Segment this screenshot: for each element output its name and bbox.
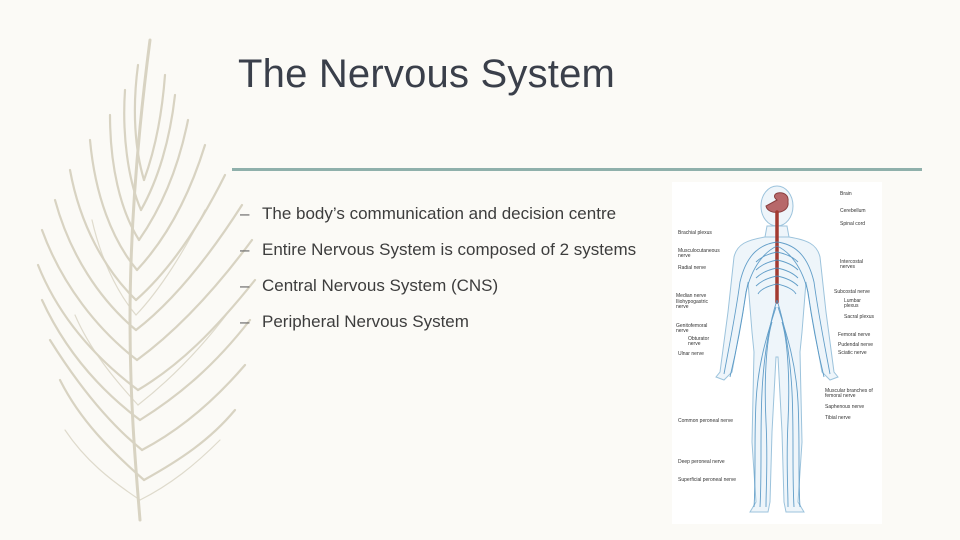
title-divider	[232, 168, 922, 171]
diagram-label: Superficial peroneal nerve	[678, 477, 737, 483]
feather-illustration	[36, 38, 257, 522]
diagram-label: Deep peroneal nerve	[678, 459, 725, 465]
diagram-label: Pudendal nerve	[838, 342, 874, 348]
diagram-label: Brachial plexus	[678, 230, 712, 236]
diagram-label: Spinal cord	[840, 221, 866, 227]
bullet-marker: –	[240, 312, 250, 331]
bullet-text: Central Nervous System (CNS)	[262, 276, 499, 295]
diagram-label: Cerebellum	[840, 208, 866, 214]
diagram-label: Obturator nerve	[688, 336, 710, 347]
diagram-label: Lumbar plexus	[844, 298, 861, 309]
diagram-label: Femoral nerve	[838, 332, 871, 338]
diagram-label: Muscular branches of femoral nerve	[825, 388, 873, 399]
diagram-label: Brain	[840, 191, 852, 197]
diagram-label: Radial nerve	[678, 265, 707, 271]
diagram-label: Iliohypogastric nerve	[676, 299, 708, 310]
bullet-marker: –	[240, 240, 250, 259]
slide-title: The Nervous System	[238, 52, 616, 96]
bullet-item: –Central Nervous System (CNS)	[240, 268, 636, 304]
bullet-item: –The body’s communication and decision c…	[240, 196, 636, 232]
bullet-item: –Peripheral Nervous System	[240, 304, 636, 340]
diagram-label: Sciatic nerve	[838, 350, 867, 356]
diagram-label: Saphenous nerve	[825, 404, 865, 410]
body-outline	[715, 185, 839, 513]
diagram-label: Intercostal nerves	[840, 259, 864, 270]
diagram-label: Sacral plexus	[844, 314, 875, 320]
diagram-label: Ulnar nerve	[678, 351, 704, 357]
nervous-system-diagram: Brain Cerebellum Spinal cord Intercostal…	[672, 182, 882, 524]
diagram-label: Common peroneal nerve	[678, 418, 734, 424]
bullet-list: –The body’s communication and decision c…	[240, 196, 636, 340]
bullet-marker: –	[240, 276, 250, 295]
diagram-label: Subcostal nerve	[834, 289, 870, 295]
diagram-label: Genitofemoral nerve	[676, 323, 708, 334]
bullet-text: Peripheral Nervous System	[262, 312, 469, 331]
diagram-label: Median nerve	[676, 293, 707, 299]
diagram-label: Musculocutaneous nerve	[678, 248, 720, 259]
bullet-marker: –	[240, 204, 250, 223]
bullet-item: –Entire Nervous System is composed of 2 …	[240, 232, 636, 268]
bullet-text: The body’s communication and decision ce…	[262, 204, 617, 223]
bullet-text: Entire Nervous System is composed of 2 s…	[262, 240, 637, 259]
diagram-label: Tibial nerve	[825, 415, 851, 421]
